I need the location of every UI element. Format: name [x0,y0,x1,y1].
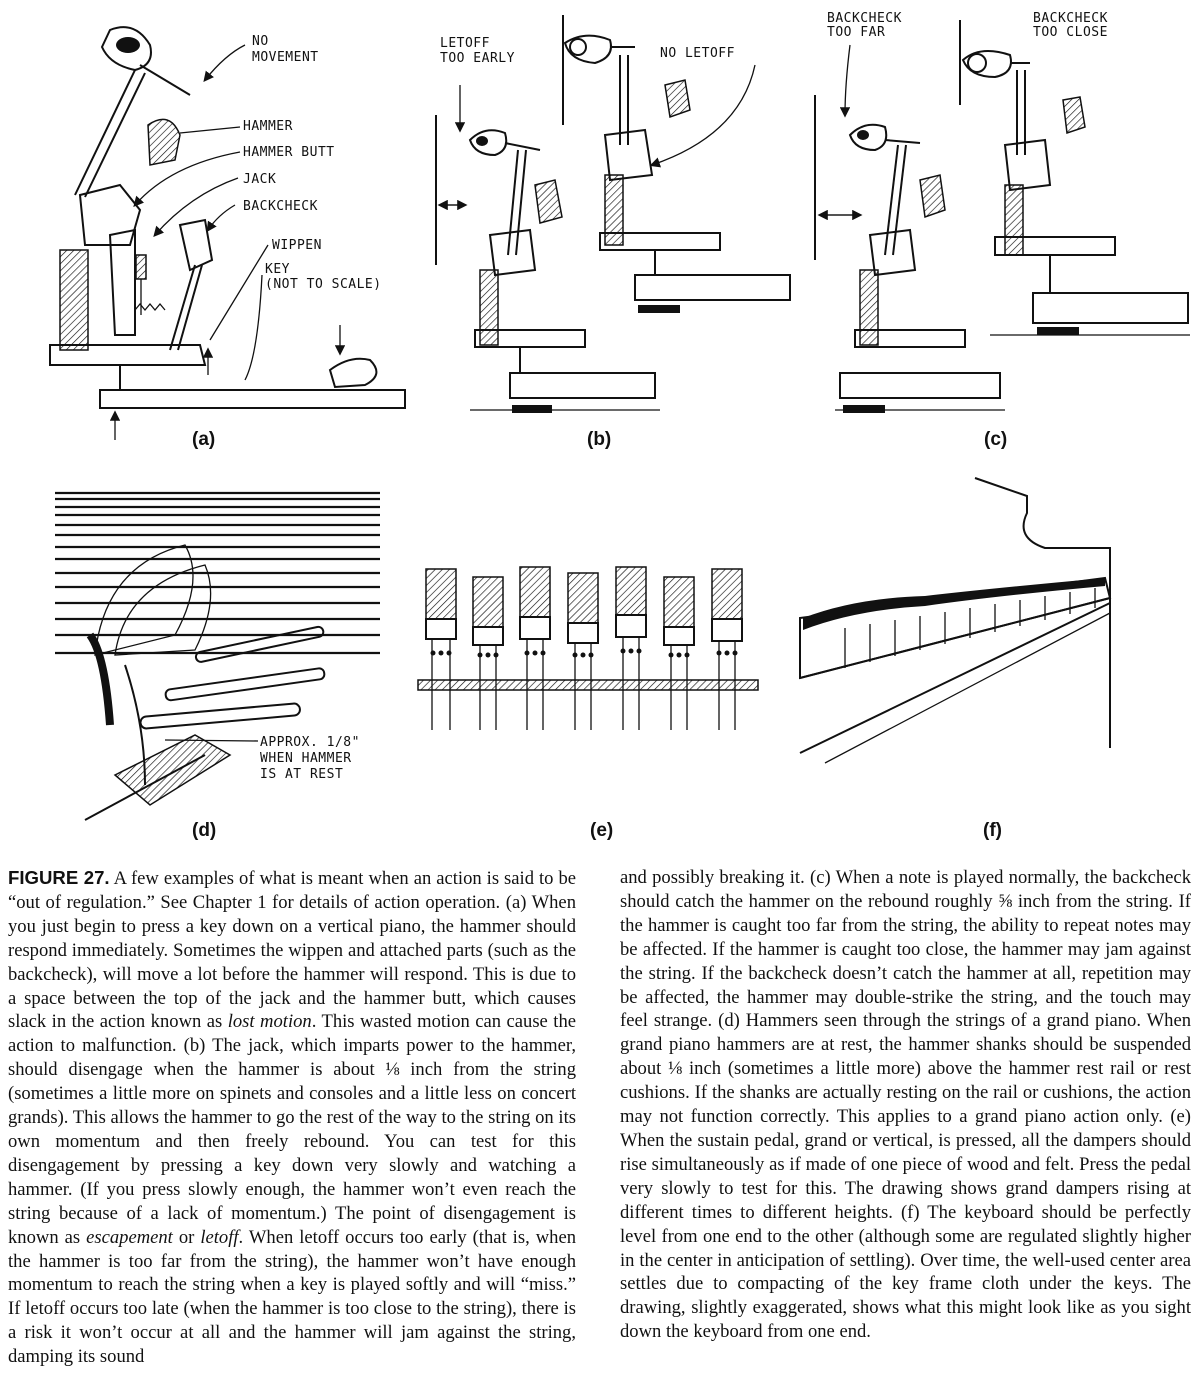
panel-letter-d: (d) [192,820,217,841]
figure-panel-c: BACKCHECK TOO FAR BACKCHECK TOO CLOSE [805,5,1195,435]
figure-panel-a: NO MOVEMENT HAMMER HAMMER BUTT JACK BACK… [40,15,420,445]
label-no-movement-1: NO [252,34,269,49]
vertical-action-illustration: NO MOVEMENT HAMMER HAMMER BUTT JACK BACK… [49,26,406,440]
figure-panel-d: APPROX. 1/8" WHEN HAMMER IS AT REST [55,485,415,821]
figure-label: FIGURE 27. [8,867,110,888]
label-no-letoff: NO LETOFF [660,46,735,61]
panel-letter-f: (f) [983,820,1002,841]
damper [615,566,647,638]
figure-panel-f [795,477,1195,818]
caption-column-right: and possibly breaking it. (c) When a not… [620,866,1191,1344]
panel-letter-e: (e) [590,820,614,841]
figure-caption-continued: and possibly breaking it. (c) When a not… [620,867,1191,1343]
damper [663,576,695,646]
panel-letter-b: (b) [587,429,612,450]
label-key: KEY [265,262,290,277]
figure-panel-e [417,565,759,735]
label-letoff-too-early-1: LETOFF [440,36,490,51]
caption-column-left: FIGURE 27. A few examples of what is mea… [8,866,576,1369]
panel-letter-a: (a) [192,429,216,450]
label-backcheck-too-close-1: BACKCHECK [1033,11,1108,26]
dampers-rising-illustration [417,566,759,730]
grand-hammers-through-strings-illustration: APPROX. 1/8" WHEN HAMMER IS AT REST [55,491,380,821]
label-backcheck-too-close-2: TOO CLOSE [1033,25,1108,40]
label-key-not-to-scale: (NOT TO SCALE) [265,277,382,292]
label-backcheck-too-far-1: BACKCHECK [827,11,902,26]
figure-caption: FIGURE 27. A few examples of what is mea… [8,867,576,1368]
label-hammer-butt: HAMMER BUTT [243,145,335,160]
damper [711,568,743,642]
damper [472,576,504,646]
damper [425,568,457,640]
label-letoff-too-early-2: TOO EARLY [440,51,515,66]
label-approx-2: WHEN HAMMER [260,751,352,766]
label-hammer: HAMMER [243,119,293,134]
keyboard-settling-illustration [799,477,1112,764]
panel-letter-c: (c) [984,429,1008,450]
label-no-movement-2: MOVEMENT [252,50,319,65]
label-approx-3: IS AT REST [260,767,343,782]
backcheck-illustration: BACKCHECK TOO FAR BACKCHECK TOO CLOSE [814,11,1190,413]
label-backcheck-too-far-2: TOO FAR [827,25,885,40]
damper [567,572,599,644]
label-wippen: WIPPEN [272,238,322,253]
label-backcheck: BACKCHECK [243,199,318,214]
damper [519,566,551,640]
letoff-illustration: LETOFF TOO EARLY NO LETOFF [435,15,791,413]
figure-panel-b: LETOFF TOO EARLY NO LETOFF [420,5,800,435]
label-jack: JACK [243,172,276,187]
label-approx-1: APPROX. 1/8" [260,735,360,750]
